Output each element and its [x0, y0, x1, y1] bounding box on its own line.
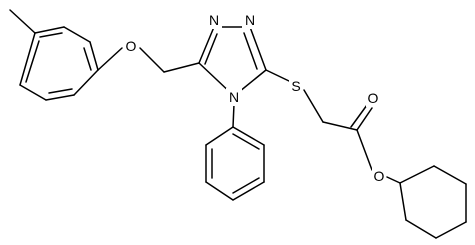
bond	[205, 181, 234, 201]
bond	[232, 103, 235, 128]
ether-oxygen-label: O	[126, 38, 137, 54]
bond	[265, 69, 290, 82]
phenyl-group	[205, 103, 265, 201]
bond	[163, 62, 200, 73]
bond	[45, 94, 75, 101]
bond	[399, 182, 407, 221]
bond	[386, 176, 401, 184]
bond	[405, 219, 437, 239]
bond	[97, 47, 123, 71]
bond	[232, 126, 265, 146]
bond	[322, 121, 358, 131]
triazole-nitrogen-label: N	[245, 12, 255, 28]
bond	[303, 89, 324, 123]
bond	[433, 165, 467, 185]
bond	[356, 129, 373, 171]
bond	[139, 47, 165, 73]
ester-oxygen-label: O	[374, 168, 385, 184]
bond	[34, 26, 65, 34]
bond	[350, 104, 368, 128]
bond	[232, 181, 265, 201]
bond	[19, 32, 36, 86]
triazole-nitrogen-label: N	[229, 89, 239, 105]
bond	[205, 126, 234, 146]
atom-labels: O N N N S O O	[124, 11, 386, 185]
triazole-ring	[198, 26, 267, 97]
bond	[19, 84, 47, 101]
bond	[435, 221, 467, 239]
bond	[63, 26, 91, 43]
bond	[198, 26, 215, 64]
bond	[249, 26, 267, 71]
bond	[399, 165, 435, 184]
bond	[25, 40, 40, 83]
bond	[356, 107, 373, 131]
bond	[89, 41, 99, 71]
thioacetate-chain	[265, 69, 401, 184]
bond	[48, 88, 73, 94]
bond	[9, 9, 36, 34]
bond	[232, 177, 260, 194]
bond	[204, 33, 218, 65]
ether-linkage	[97, 47, 200, 73]
tolyl-group	[9, 9, 99, 101]
bond	[73, 69, 99, 96]
bond	[39, 32, 63, 38]
carbonyl-oxygen-label: O	[368, 90, 379, 106]
sulfur-label: S	[291, 78, 300, 94]
bond	[232, 133, 260, 150]
bond	[83, 47, 92, 71]
triazole-nitrogen-label: N	[209, 12, 219, 28]
cyclohexyl-group	[399, 165, 467, 239]
bond	[243, 32, 258, 70]
